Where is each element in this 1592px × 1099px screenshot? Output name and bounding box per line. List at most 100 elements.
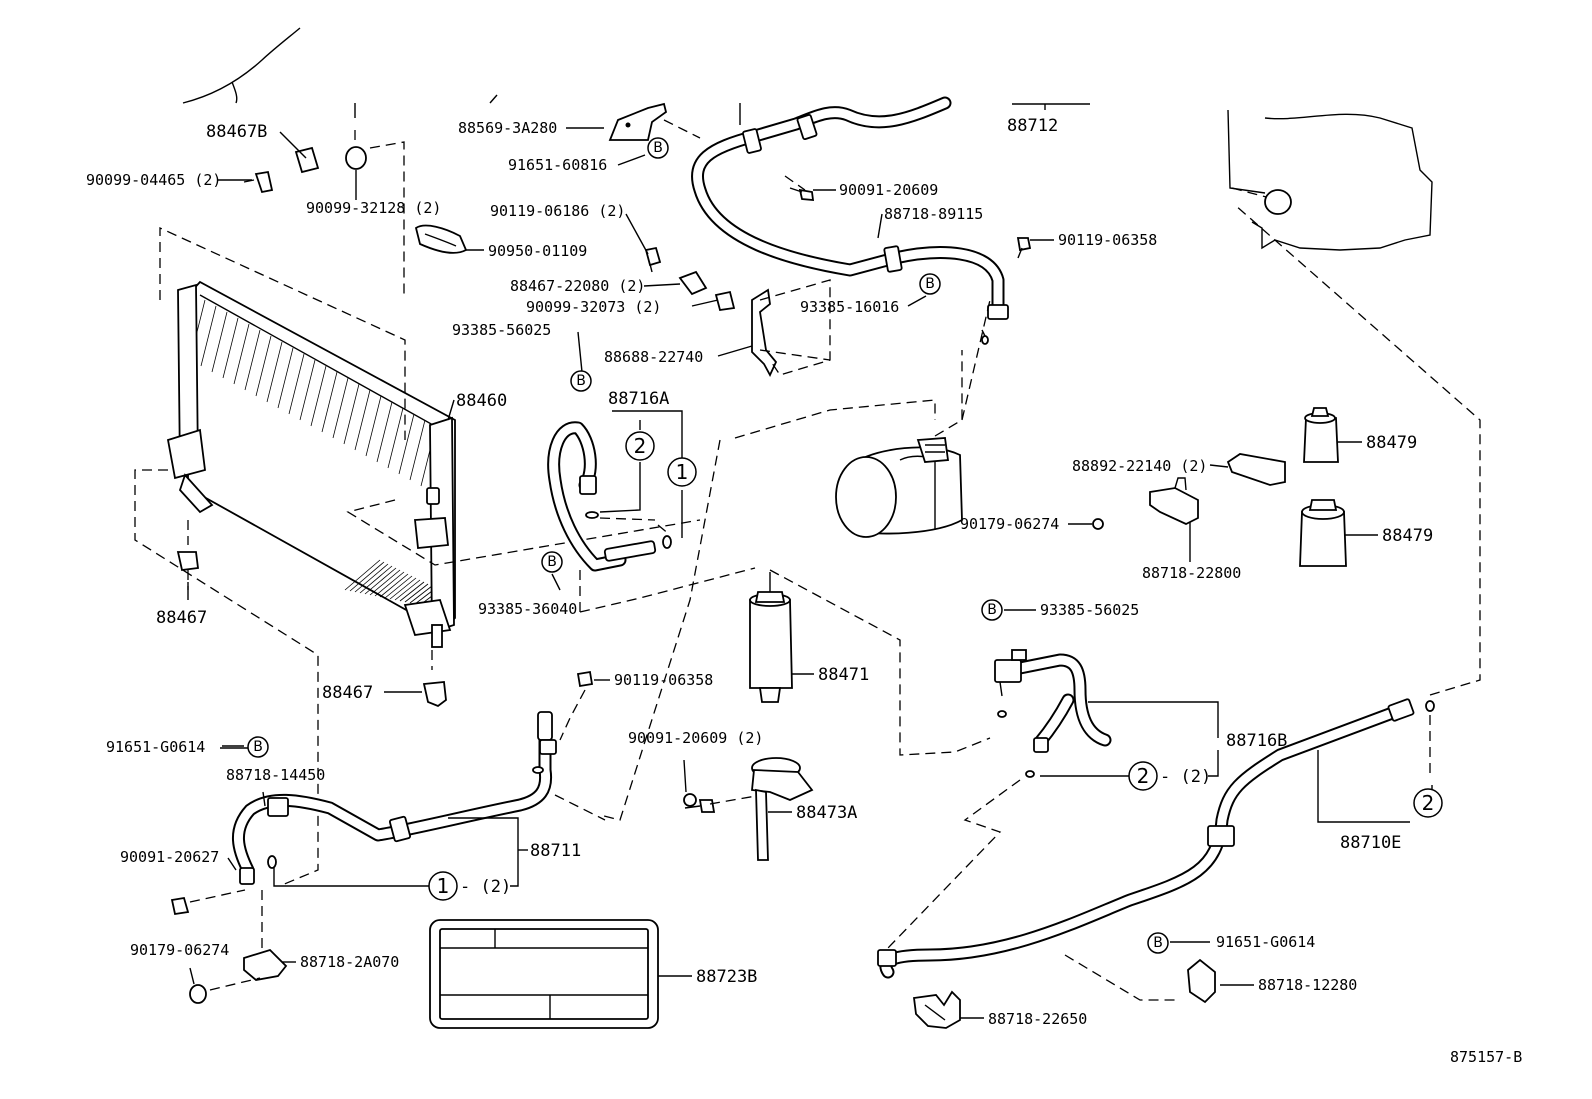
callout-b: B [247,736,269,758]
svg-text:B: B [547,554,557,570]
label-93385-36040[interactable]: 93385-36040 [478,600,577,618]
label-90091-20609[interactable]: 90091-20609 [839,181,938,199]
label-88569-3A280[interactable]: 88569-3A280 [458,119,557,137]
label-90099-32128[interactable]: 90099-32128 (2) [306,199,441,217]
nut-icon [1092,518,1104,530]
suction-hose-88712 [691,96,1090,320]
label-93385-56025[interactable]: 93385-56025 [452,321,551,339]
clamp-icon [1187,958,1216,1004]
svg-text:2: 2 [1137,764,1150,788]
label-88716A[interactable]: 88716A [608,389,669,409]
label-88718-2A070[interactable]: 88718-2A070 [300,953,399,971]
pipe-88716B [994,649,1112,778]
svg-text:2: 2 [1422,791,1435,815]
label-88479-bottom[interactable]: 88479 [1382,526,1433,546]
callout-one: 1 [428,871,458,901]
label-90119-06186[interactable]: 90119-06186 (2) [490,202,625,220]
hose-clamp-icon [796,113,818,141]
svg-text:B: B [253,739,263,755]
label-plate-88723B[interactable] [429,919,659,1029]
hose-fitting-icon [987,304,1009,320]
hose-clamp-icon [742,128,762,154]
bolt-icon [170,896,190,916]
part-labels: 88712 88569-3A280 91651-60816 90091-2060… [86,116,1522,1066]
nut-icon [189,984,207,1004]
label-88467-left[interactable]: 88467 [156,608,207,628]
label-90119-06358[interactable]: 90119-06358 [1058,231,1157,249]
label-90099-32073[interactable]: 90099-32073 (2) [526,298,661,316]
label-88710E[interactable]: 88710E [1340,833,1401,853]
callout-b: B [1147,932,1169,954]
label-91651-G0614-right[interactable]: 91651-G0614 [1216,933,1315,951]
label-88892-22140[interactable]: 88892-22140 (2) [1072,457,1207,475]
label-90950-01109[interactable]: 90950-01109 [488,242,587,260]
compressor [835,437,963,538]
callout-two: 2 [1413,788,1443,818]
label-88718-22800[interactable]: 88718-22800 [1142,564,1241,582]
svg-text:B: B [925,276,935,292]
svg-text:1: 1 [437,874,450,898]
svg-text:1: 1 [676,460,689,484]
bolt-icon [576,670,594,688]
label-88723B[interactable]: 88723B [696,967,757,987]
svg-text:B: B [653,140,663,156]
label-90091-20609-2[interactable]: 90091-20609 (2) [628,729,763,747]
label-93385-16016[interactable]: 93385-16016 [800,298,899,316]
callout-two: 2 [1128,761,1158,791]
label-88467-bottom[interactable]: 88467 [322,683,373,703]
label-88688-22740[interactable]: 88688-22740 [604,348,703,366]
label-88718-14450[interactable]: 88718-14450 [226,766,325,784]
cushion-icon [176,551,200,571]
callout-one: 1 [667,457,697,487]
label-88467B[interactable]: 88467B [206,122,267,142]
label-91651-60816[interactable]: 91651-60816 [508,156,607,174]
bracket-88473A [683,757,814,861]
filter-88479-top [1303,407,1339,463]
clip-88718-22650 [912,990,961,1029]
svg-text:B: B [576,373,586,389]
label-90179-06274-right[interactable]: 90179-06274 [960,515,1059,533]
hose-clamp-icon [883,245,903,273]
pipe-88710E [877,698,1435,979]
bolt-icon [1016,237,1032,259]
pipe-88711 [231,711,557,885]
label-88718-12280[interactable]: 88718-12280 [1258,976,1357,994]
label-88711[interactable]: 88711 [530,841,581,861]
callout-b: B [647,137,669,159]
cushion-icon [422,681,447,708]
bracket-88718-22800 [1149,477,1199,525]
label-88716B[interactable]: 88716B [1226,731,1287,751]
label-88460[interactable]: 88460 [456,391,507,411]
diagram-code: 875157-B [1450,1048,1522,1066]
label-88479-top[interactable]: 88479 [1366,433,1417,453]
condenser-outlet-icon [431,624,443,648]
quantity-label: - (2) [1160,767,1211,787]
label-88712[interactable]: 88712 [1007,116,1058,136]
label-88718-89115[interactable]: 88718-89115 [884,205,983,223]
callout-b: B [541,551,563,573]
compressor-mount-icon [1264,189,1292,215]
filter-88479-bottom [1299,499,1347,567]
callout-two: 2 [625,431,655,461]
label-88718-22650[interactable]: 88718-22650 [988,1010,1087,1028]
label-93385-56025-right[interactable]: 93385-56025 [1040,601,1139,619]
label-90119-06358-lower[interactable]: 90119-06358 [614,671,713,689]
label-90179-06274-left[interactable]: 90179-06274 [130,941,229,959]
label-90091-20627[interactable]: 90091-20627 [120,848,219,866]
clamp-icon [243,948,288,981]
pipe-88716A [547,421,672,572]
label-88467-22080[interactable]: 88467-22080 (2) [510,277,645,295]
label-90099-04465[interactable]: 90099-04465 (2) [86,171,221,189]
leader-lines [187,127,1433,1019]
condenser-88460 [166,280,456,648]
callout-b: B [919,273,941,295]
label-88473A[interactable]: 88473A [796,803,857,823]
callout-b: B [981,599,1003,621]
svg-text:B: B [1153,935,1163,951]
label-91651-G0614-left[interactable]: 91651-G0614 [106,738,205,756]
receiver-88471 [749,591,793,703]
bracket-88892 [1226,453,1286,486]
o-ring-icon [981,335,989,345]
label-88471[interactable]: 88471 [818,665,869,685]
